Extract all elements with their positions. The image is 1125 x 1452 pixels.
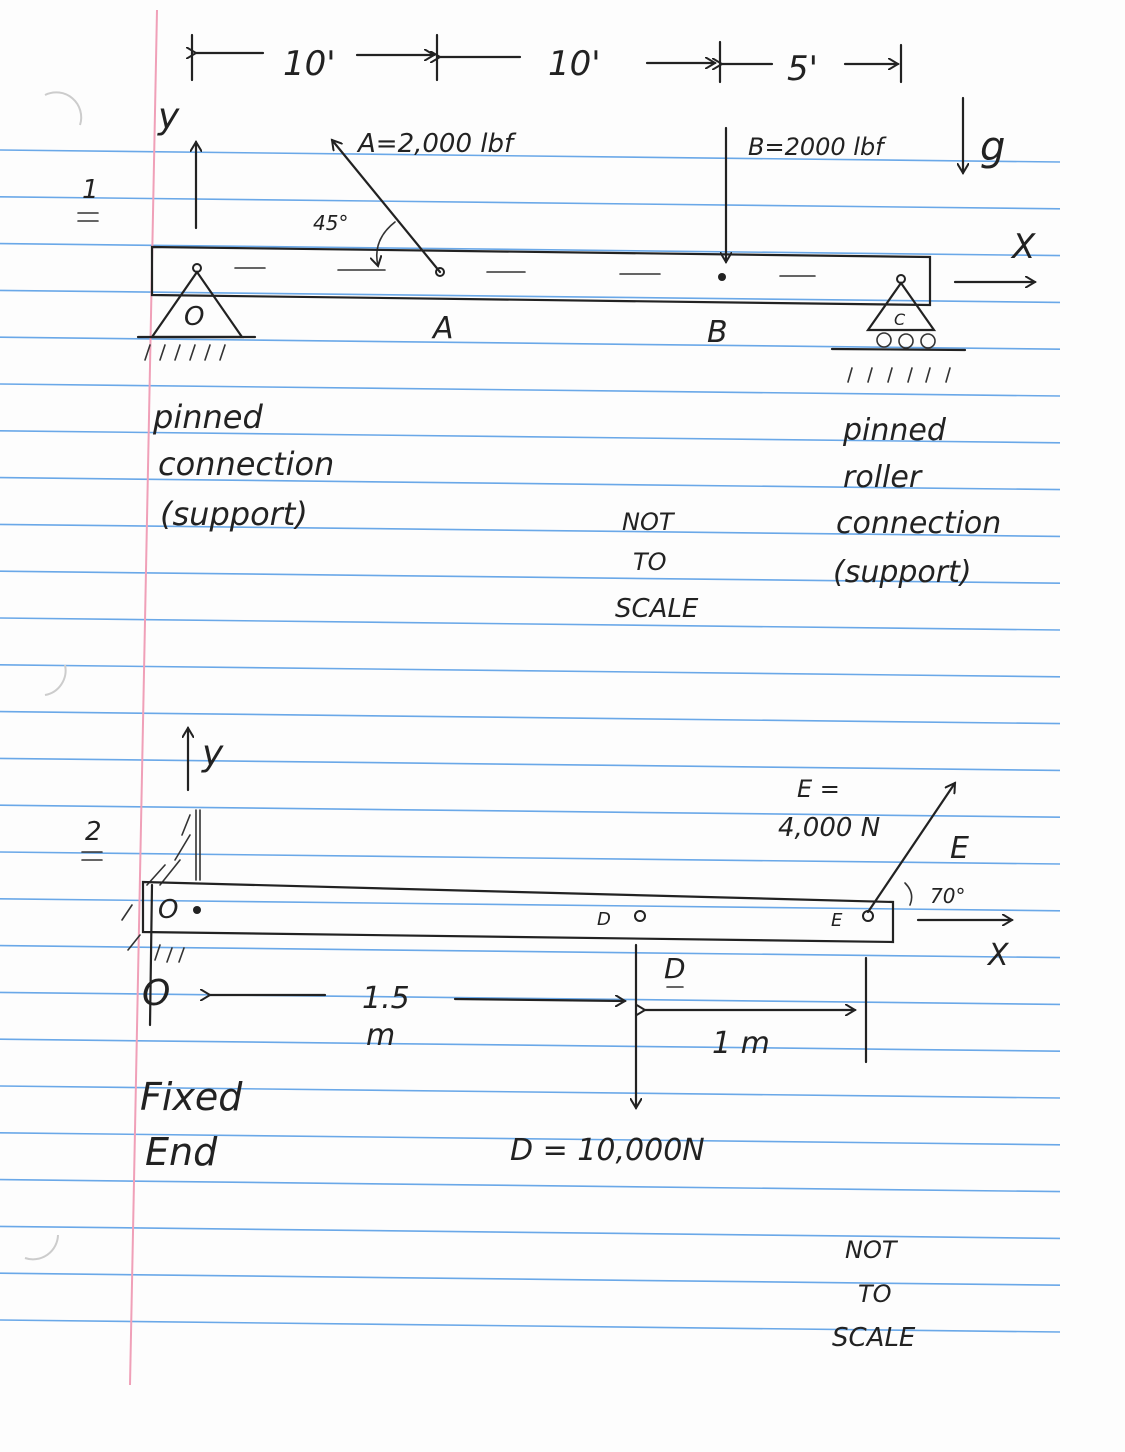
ruled-line [0,757,1061,772]
not-to-scale-note: SCALE [615,594,699,624]
ruled-line [0,523,1061,538]
point-d-label: D [597,909,611,930]
axis-x-label: X [1010,227,1036,267]
ruled-line [0,242,1061,257]
problem-number: 2 [85,817,102,847]
dimension-line [453,999,625,1001]
point-c-label: C [894,310,906,329]
beam-centerline [234,267,816,277]
axis-y-label: y [157,96,180,137]
fixed-end-label: Fixed [140,1075,243,1119]
dimension-label: 5' [787,49,818,89]
point-d-marker [634,910,646,922]
ruled-line [0,149,1061,163]
fixed-wall [121,809,201,1027]
ruled-line [0,430,1061,444]
point-b-marker [718,273,726,281]
ruled-line [0,1319,1061,1333]
point-a-marker [435,267,445,277]
not-to-scale-note: NOT [845,1236,899,1264]
beam [150,245,932,307]
point-a-label: A [431,311,454,346]
force-e-vector-label: E [950,831,969,866]
ruled-lines [0,149,1061,1333]
ruled-line [0,710,1061,725]
not-to-scale-note: NOT [622,508,676,536]
ruled-line [0,617,1061,631]
ruled-line [0,1085,1061,1099]
margin-line [129,9,158,1386]
dimension-origin-label: O [142,973,170,1014]
right-support-label: connection [836,506,1001,541]
ruled-line [0,851,1061,865]
fixed-end-label: End [145,1130,218,1174]
ruled-line [0,664,1061,678]
beam [141,880,895,944]
point-o-label: O [158,895,178,925]
dimension-label: 1 m [712,1026,770,1061]
left-support-label: connection [158,445,334,483]
problem-1: 1 10' 10' 5' y A=2,000 lbf 45° B=2000 lb… [77,33,1036,624]
ruled-line [0,570,1061,584]
gravity-label: g [980,124,1005,170]
ruled-line [0,1178,1061,1193]
ruled-line [0,1225,1061,1240]
roller-support-c [830,274,967,383]
left-support-label: (support) [160,495,308,533]
right-support-label: pinned [842,413,947,448]
axis-x-label: X [986,938,1010,973]
dimension-label: m [366,1018,395,1053]
point-o-label: O [184,302,204,332]
axis-y-label: y [201,733,224,774]
not-to-scale-note: SCALE [832,1323,916,1353]
dimension-label: 10' [283,44,336,84]
force-e-label: E = [797,775,840,803]
binder-hole [44,91,83,126]
point-b-label: B [707,315,728,350]
angle-arc [377,221,396,266]
point-e-label: E [831,910,843,931]
point-o-marker [193,906,201,914]
ruled-line [0,1272,1061,1286]
dimension-line [192,33,903,84]
ruled-line [0,476,1061,491]
problem-2: 2 y O D E E = 4,000 N E 70° X O 1.5 m D [81,728,1012,1353]
dimension-label: 1.5 [362,981,410,1016]
binder-hole [24,1234,59,1261]
pin-support-o [136,263,257,361]
angle-label: 70° [930,884,965,908]
ruled-line [0,383,1061,397]
binder-hole [44,664,67,696]
ruled-line [0,336,1061,350]
ruled-line [0,898,1061,912]
ruled-line [0,1038,1061,1052]
force-e-label: 4,000 N [778,813,880,843]
ruled-line [0,196,1061,210]
ruled-line [0,991,1061,1006]
angle-label: 45° [313,211,348,235]
binder-holes [24,91,83,1261]
force-e-arrow [866,783,957,914]
force-d-vector-label: D [664,952,686,985]
not-to-scale-note: TO [858,1280,892,1308]
not-to-scale-note: TO [633,548,667,576]
left-support-label: pinned [152,398,263,436]
ruled-line [0,804,1061,818]
dimension-label: 10' [548,44,601,84]
right-support-label: roller [843,460,923,495]
right-support-label: (support) [833,555,972,590]
force-a-label: A=2,000 lbf [356,129,517,159]
angle-arc [904,882,913,906]
ruled-line [0,1132,1061,1146]
ruled-line [0,944,1061,959]
force-d-label: D = 10,000N [510,1133,705,1168]
ruled-line [0,289,1061,304]
problem-number: 1 [82,175,99,205]
force-b-label: B=2000 lbf [748,133,887,161]
force-a-arrow [332,140,442,274]
